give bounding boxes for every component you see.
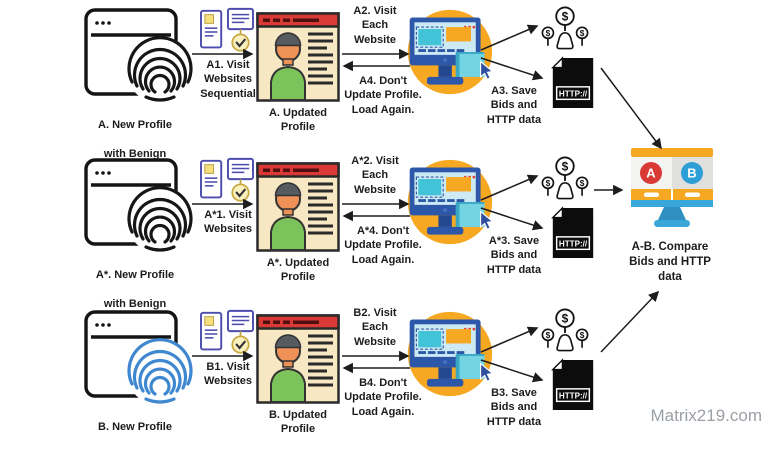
money-bag-icon <box>556 182 574 200</box>
http-file-icon: HTTP:// <box>551 358 594 410</box>
visit-each-label: A*2. Visit Each Website <box>351 155 399 196</box>
browser-fingerprint-icon <box>84 310 194 406</box>
save-bids-label: A3. Save Bids and HTTP data <box>486 85 542 126</box>
source-prefix: with <box>103 147 129 160</box>
person-avatar <box>270 334 306 403</box>
save-bids-label: B3. Save Bids and HTTP data <box>486 387 542 428</box>
bids-money-icon: $ $ $ <box>541 308 589 352</box>
fingerprint-icon <box>126 36 194 104</box>
dollar-sign: $ <box>546 28 551 38</box>
updated-profile-label: A*. Updated Profile <box>266 257 330 284</box>
check-icon <box>235 38 246 48</box>
dollar-sign: $ <box>562 311 569 325</box>
flow-row-b: B. New Profile with Spoofed Fingerprints… <box>0 302 769 450</box>
visit-websites-label: A1. Visit Websites Sequential <box>200 59 256 100</box>
updated-profile-label: A. Updated Profile <box>268 107 328 134</box>
save-bids-label: A*3. Save Bids and HTTP data <box>486 235 542 276</box>
dollar-sign: $ <box>580 330 585 340</box>
http-label: HTTP:// <box>559 89 588 98</box>
dont-update-label: A4. Don't Update Profile. Load Again. <box>344 75 422 116</box>
person-avatar <box>270 182 306 251</box>
visit-websites-label: B1. Visit Websites <box>203 361 253 388</box>
http-file-icon: HTTP:// <box>551 206 594 258</box>
dollar-sign: $ <box>580 178 585 188</box>
bids-money-icon: $ $ $ <box>541 6 589 50</box>
check-icon <box>235 340 246 350</box>
source-keyword: Benign <box>128 297 167 310</box>
source-profile-label: B. New Profile with Spoofed Fingerprints <box>55 406 215 450</box>
profile-card-icon <box>256 314 340 404</box>
updated-profile-label: B. Updated Profile <box>268 409 328 436</box>
adserver-computer-icon <box>407 311 494 397</box>
fingerprint-icon <box>126 186 194 254</box>
compare-label: A-B. Compare Bids and HTTP data <box>629 241 711 283</box>
dollar-sign: $ <box>546 178 551 188</box>
checklist-icon <box>200 7 254 52</box>
checklist-icon <box>200 157 254 202</box>
browser-fingerprint-icon <box>84 8 194 104</box>
dollar-sign: $ <box>546 330 551 340</box>
adserver-computer-icon <box>407 159 494 245</box>
visit-each-label: A2. Visit Each Website <box>353 5 397 46</box>
watermark: Matrix219.com <box>650 406 762 425</box>
fingerprint-icon <box>126 338 194 406</box>
dont-update-label: A*4. Don't Update Profile. Load Again. <box>344 225 422 266</box>
dollar-sign: $ <box>562 9 569 23</box>
visit-websites-label: A*1. Visit Websites <box>203 209 253 236</box>
dollar-sign: $ <box>562 159 569 173</box>
profile-card-icon <box>256 162 340 252</box>
badge-b: B <box>687 166 696 181</box>
http-label: HTTP:// <box>559 391 588 400</box>
source-line1: A*. New Profile <box>95 269 175 282</box>
visit-each-label: B2. Visit Each Website <box>353 307 397 348</box>
check-icon <box>235 188 246 198</box>
money-bag-icon <box>556 334 574 352</box>
badge-a: A <box>646 166 656 181</box>
http-label: HTTP:// <box>559 239 588 248</box>
source-prefix: with <box>103 297 129 310</box>
bids-money-icon: $ $ $ <box>541 156 589 200</box>
compare-monitor-icon: A B <box>631 148 713 227</box>
browser-fingerprint-icon <box>84 158 194 254</box>
dollar-sign: $ <box>580 28 585 38</box>
source-line1: A. New Profile <box>98 119 172 132</box>
profile-card-icon <box>256 12 340 102</box>
source-keyword: Benign <box>128 147 167 160</box>
checklist-icon <box>200 309 254 354</box>
source-line1: B. New Profile <box>98 421 172 434</box>
http-file-icon: HTTP:// <box>551 56 594 108</box>
flow-row-a: A. New Profile with Benign Fingerprints … <box>0 0 769 188</box>
money-bag-icon <box>556 32 574 50</box>
flow-row-astar: A*. New Profile with Benign Fingerprints… <box>0 150 769 338</box>
dont-update-label: B4. Don't Update Profile. Load Again. <box>344 377 422 418</box>
person-avatar <box>270 32 306 101</box>
